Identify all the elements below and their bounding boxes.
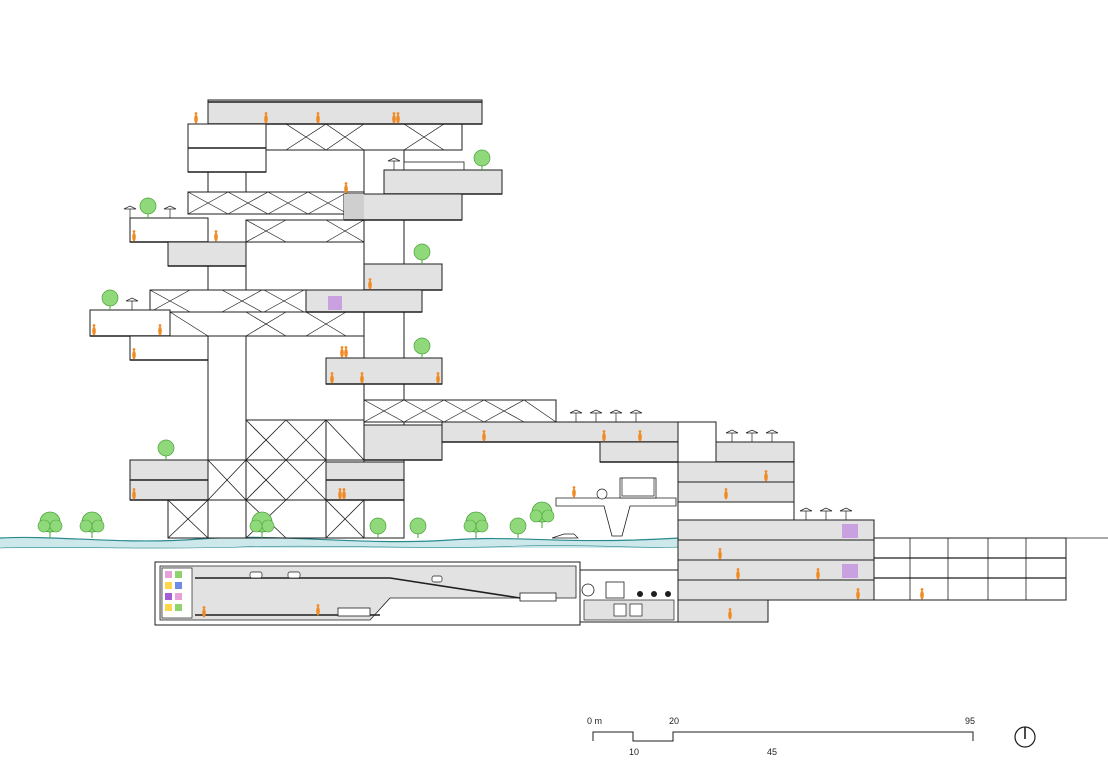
tree-icon	[473, 149, 491, 171]
person-icon	[396, 112, 400, 124]
north-arrow-icon	[1014, 726, 1036, 748]
person-icon	[338, 488, 342, 500]
person-icon	[368, 278, 372, 290]
person-icon	[132, 348, 136, 360]
tree-icon	[249, 511, 275, 539]
person-icon	[264, 112, 268, 124]
person-icon	[342, 488, 346, 500]
person-icon	[392, 112, 396, 124]
scale-label-45: 45	[767, 747, 777, 757]
tree-icon	[413, 337, 431, 359]
person-icon	[316, 112, 320, 124]
person-icon	[340, 346, 344, 358]
umbrella-icon	[839, 507, 853, 521]
scale-bar: 0 m 10 20 45 95	[587, 716, 975, 757]
umbrella-icon	[163, 205, 177, 219]
person-icon	[724, 488, 728, 500]
tree-icon	[409, 517, 427, 539]
umbrella-icon	[745, 429, 759, 443]
person-icon	[572, 486, 576, 498]
person-icon	[360, 372, 364, 384]
umbrella-icon	[589, 409, 603, 423]
person-icon	[194, 112, 198, 124]
tree-icon	[413, 243, 431, 265]
umbrella-icon	[609, 409, 623, 423]
tree-icon	[157, 439, 175, 461]
car-icon	[551, 533, 579, 539]
umbrella-icon	[569, 409, 583, 423]
person-icon	[214, 230, 218, 242]
person-icon	[344, 346, 348, 358]
umbrella-icon	[629, 409, 643, 423]
tree-icon	[529, 501, 555, 529]
person-icon	[202, 606, 206, 618]
basement-parking	[154, 561, 679, 626]
person-icon	[132, 488, 136, 500]
tree-icon	[139, 197, 157, 219]
person-icon	[602, 430, 606, 442]
person-icon	[728, 608, 732, 620]
umbrella-icon	[819, 507, 833, 521]
person-icon	[736, 568, 740, 580]
vehicles	[551, 477, 655, 539]
person-icon	[764, 470, 768, 482]
person-icon	[158, 324, 162, 336]
truck-icon	[621, 477, 655, 497]
tree-icon	[509, 517, 527, 539]
umbrella-icon	[125, 297, 139, 311]
tree-icon	[463, 511, 489, 539]
person-icon	[92, 324, 96, 336]
person-icon	[638, 430, 642, 442]
right-building	[677, 421, 1067, 623]
podium-blocks	[129, 424, 443, 501]
scale-label-10: 10	[629, 747, 639, 757]
scale-label-95: 95	[965, 716, 975, 726]
umbrella-icon	[123, 205, 137, 219]
umbrella-icon	[765, 429, 779, 443]
tree-icon	[37, 511, 63, 539]
cantilever-pods	[89, 99, 503, 385]
person-icon	[132, 230, 136, 242]
person-icon	[920, 588, 924, 600]
person-icon	[856, 588, 860, 600]
person-icon	[330, 372, 334, 384]
person-icon	[718, 548, 722, 560]
ground-level	[0, 536, 1108, 549]
person-icon	[316, 604, 320, 616]
tree-icon	[79, 511, 105, 539]
umbrella-icon	[799, 507, 813, 521]
person-icon	[482, 430, 486, 442]
person-icon	[344, 182, 348, 194]
person-icon	[436, 372, 440, 384]
tree-icon	[101, 289, 119, 311]
scale-label-20: 20	[669, 716, 679, 726]
umbrella-icon	[725, 429, 739, 443]
scale-label-origin: 0 m	[587, 716, 602, 726]
person-icon	[816, 568, 820, 580]
